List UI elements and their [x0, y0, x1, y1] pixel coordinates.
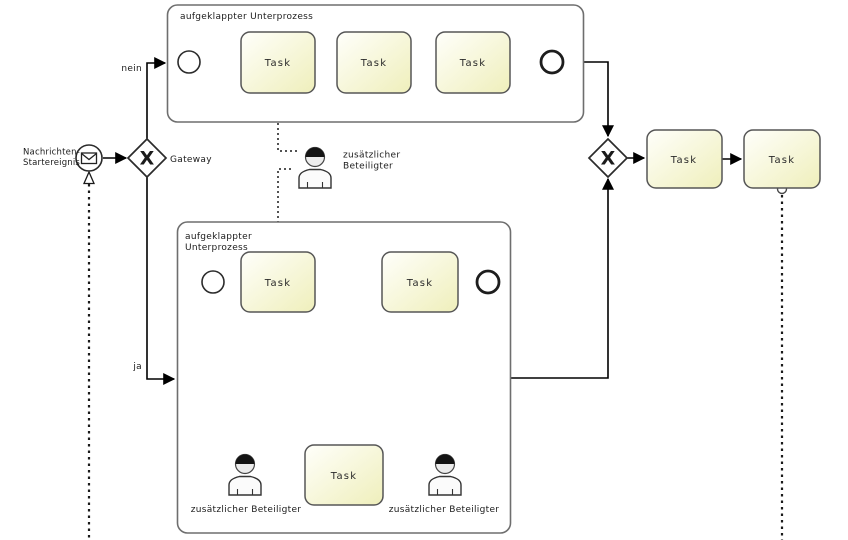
task-bottom-3[interactable] — [304, 444, 384, 506]
subprocess-bottom-title-line1: aufgeklappter — [185, 232, 252, 242]
actor-top-label-line2: Beteiligter — [343, 162, 393, 172]
exclusive-gateway-split[interactable] — [126, 137, 168, 179]
person-icon — [298, 146, 332, 189]
actor-top-label-line1: zusätzlicher — [343, 151, 400, 161]
start-event-top-subprocess[interactable] — [177, 50, 201, 74]
subprocess-bottom-title-line2: Unterprozess — [185, 243, 248, 253]
end-event-bottom-subprocess[interactable] — [475, 269, 501, 295]
actor-bottom-right[interactable]: zusätzlicher Beteiligter — [389, 453, 500, 516]
gateway-join-x: X — [601, 148, 616, 170]
flow-bottom-sub-to-join — [511, 177, 614, 379]
message-flow-open-arrowhead — [83, 170, 95, 185]
task-top-2[interactable] — [336, 31, 412, 94]
end-event-top-subprocess[interactable] — [539, 49, 565, 75]
task-bottom-1[interactable] — [240, 251, 316, 313]
gateway-split-x: X — [140, 148, 155, 170]
task-bottom-1-label: Task — [264, 278, 291, 289]
task-top-3-label: Task — [459, 58, 486, 69]
task-top-3[interactable] — [435, 31, 511, 94]
task-bottom-2[interactable] — [381, 251, 459, 313]
task-top-1-label: Task — [264, 58, 291, 69]
task-bottom-3-label: Task — [330, 471, 357, 482]
envelope-icon — [80, 152, 98, 165]
task-top-2-label: Task — [360, 58, 387, 69]
exclusive-gateway-join[interactable] — [587, 137, 629, 179]
task-final-1[interactable] — [646, 129, 723, 189]
subprocess-top-title: aufgeklappter Unterprozess — [180, 12, 313, 22]
envelope-flap — [81, 152, 97, 161]
task-final-2[interactable] — [743, 129, 821, 189]
task-final-1-label: Task — [670, 155, 697, 166]
task-final-2-label: Task — [768, 155, 795, 166]
actor-bottom-left-label: zusätzlicher Beteiligter — [191, 505, 302, 515]
gateway-label: Gateway — [170, 155, 212, 165]
start-event-label-line2: Startereignis — [23, 158, 80, 168]
branch-label-nein: nein — [121, 64, 142, 74]
association-task-to-actor-top — [277, 93, 299, 152]
actor-bottom-left[interactable]: zusätzlicher Beteiligter — [191, 453, 302, 516]
flow-nein-branch — [146, 57, 167, 140]
task-top-1[interactable] — [240, 31, 316, 94]
actor-top[interactable]: zusätzlicher Beteiligter — [298, 146, 400, 189]
branch-label-ja: ja — [132, 362, 142, 372]
task-bottom-2-label: Task — [406, 278, 433, 289]
start-event-bottom-subprocess[interactable] — [201, 270, 225, 294]
start-event-label-line1: Nachrichten- — [23, 148, 80, 158]
actor-bottom-right-label: zusätzlicher Beteiligter — [389, 505, 500, 515]
flow-ja-branch — [146, 176, 176, 385]
